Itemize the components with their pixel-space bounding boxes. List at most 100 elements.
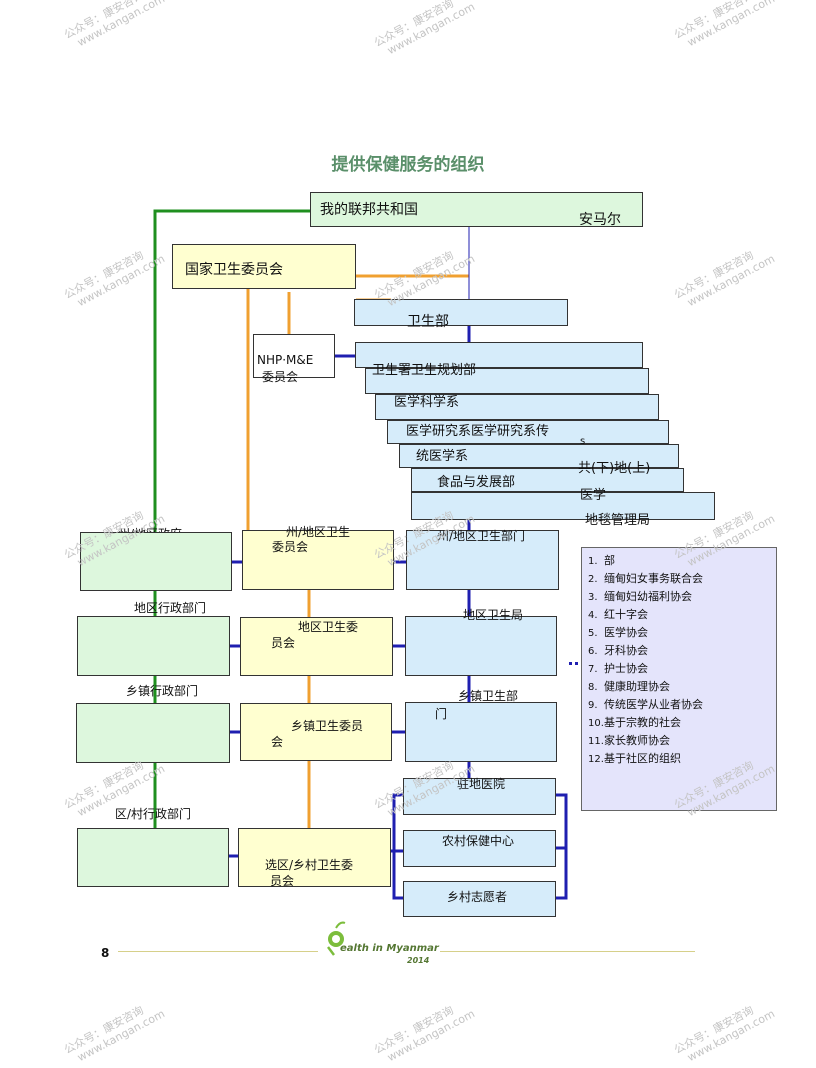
department-fragment: s [580, 436, 586, 447]
organization-list-item: 12.基于社区的组织 [588, 750, 776, 768]
health-in-myanmar-logo [327, 921, 346, 956]
state-government-box [80, 532, 232, 591]
union-government-box: 我的联邦共和国 安马尔 [310, 192, 643, 228]
township-health-committee-box: 乡镇卫生委员 会 [240, 703, 392, 761]
district-health-committee-label-1: 地区卫生委 [298, 620, 359, 634]
station-hospital-box: 驻地医院 [403, 777, 556, 815]
organization-list-item: 3. 缅甸妇幼福利协会 [588, 588, 776, 606]
village-health-committee-label-1: 选区/乡村卫生委 [265, 858, 354, 872]
organization-list-item: 2. 缅甸妇女事务联合会 [588, 570, 776, 588]
organization-name: 缅甸妇幼福利协会 [604, 590, 692, 603]
organization-name: 部 [604, 554, 615, 567]
organization-name: 护士协会 [604, 662, 648, 675]
township-health-committee-label-2: 会 [271, 735, 284, 749]
department-fragment: 医学 [580, 488, 607, 503]
organization-number: 12. [588, 754, 604, 765]
union-government-label-right: 安马尔 [579, 212, 621, 228]
village-government-box [77, 828, 229, 887]
organization-name: 基于宗教的社会 [604, 716, 681, 729]
township-government-label: 乡镇行政部门 [126, 684, 199, 698]
organization-number: 11. [588, 736, 604, 747]
department-label: 统医学系 [416, 449, 469, 464]
national-health-committee-box: 国家卫生委员会 [172, 244, 356, 289]
department-label: 医学研究系医学研究系传 [406, 424, 550, 439]
department-label: 食品与发展部 [437, 475, 516, 490]
department-fragment: 共(下)地(上) [578, 461, 651, 476]
district-government-label: 地区行政部门 [134, 601, 207, 615]
township-health-department-label-1: 乡镇卫生部 [458, 689, 519, 703]
union-government-label-left: 我的联邦共和国 [320, 202, 418, 218]
department-label: 医学科学系 [394, 395, 460, 410]
organization-number: 10. [588, 718, 604, 729]
organization-list-item: 5. 医学协会 [588, 624, 776, 642]
village-government-label: 区/村行政部门 [115, 807, 192, 821]
ministry-of-health-box: 卫生部 [354, 299, 568, 330]
nhp-me-label-1: NHP·M&E [257, 353, 314, 367]
department-box: 食品与发展部 [411, 468, 684, 492]
department-label: 卫生署卫生规划部 [372, 363, 477, 378]
department-box: 医学研究系医学研究系传 [387, 420, 669, 444]
township-government-box [76, 703, 230, 763]
organization-name: 医学协会 [604, 626, 648, 639]
organization-name: 健康助理协会 [604, 680, 670, 693]
township-health-department-box: 乡镇卫生部 门 [405, 689, 557, 762]
department-box: 医学科学系 [375, 394, 659, 420]
district-health-committee-label-2: 员会 [271, 636, 296, 650]
organization-list-item: 10.基于宗教的社会 [588, 714, 776, 732]
district-health-department-box: 地区卫生局 [405, 608, 557, 676]
organization-list-item: 9. 传统医学从业者协会 [588, 696, 776, 714]
organization-name: 基于社区的组织 [604, 752, 681, 765]
state-health-committee-box: 州/地区卫生 委员会 [242, 525, 394, 590]
footer-rule-right [440, 951, 695, 952]
district-health-committee-box: 地区卫生委 员会 [240, 617, 393, 676]
state-health-department-box: 州/地区卫生部门 [406, 529, 559, 590]
organization-number: 1. [588, 556, 598, 567]
logo-text: ealth in Myanmar [340, 943, 439, 954]
department-box: 卫生署卫生规划部 [355, 342, 643, 378]
organization-name: 传统医学从业者协会 [604, 698, 703, 711]
partner-organizations-list: 1. 部 2. 缅甸妇女事务联合会 3. 缅甸妇幼福利协会 4.红十字会 5. 医学协会 6. 牙科… [582, 548, 776, 768]
village-health-committee-box: 选区/乡村卫生委 员会 [238, 828, 391, 888]
organization-list-item: 4.红十字会 [588, 606, 776, 624]
ministry-of-health-label: 卫生部 [407, 314, 449, 330]
page-number: 8 [101, 946, 110, 960]
rural-health-center-box: 农村保健中心 [403, 830, 556, 867]
station-hospital-label: 驻地医院 [457, 777, 506, 791]
organization-number: 5. [588, 628, 598, 639]
organization-number: 6. [588, 646, 598, 657]
organization-number: 7. [588, 664, 598, 675]
department-box [411, 492, 715, 520]
district-government-box [77, 616, 230, 676]
department-box [365, 368, 649, 394]
rural-health-center-label: 农村保健中心 [442, 834, 515, 848]
national-health-committee-label: 国家卫生委员会 [185, 262, 283, 278]
organization-list-item: 1. 部 [588, 552, 776, 570]
nhp-me-label-2: 委员会 [262, 370, 299, 384]
page-title: 提供保健服务的组织 [331, 155, 485, 175]
organization-number: 9. [588, 700, 598, 711]
state-health-committee-label-1: 州/地区卫生 [286, 525, 351, 539]
village-health-committee-label-2: 员会 [270, 874, 295, 888]
footer-rule-left [118, 951, 318, 952]
organization-name: 红十字会 [604, 608, 648, 621]
state-health-department-label: 州/地区卫生部门 [437, 529, 526, 543]
village-volunteer-label: 乡村志愿者 [447, 890, 508, 904]
township-health-committee-label-1: 乡镇卫生委员 [291, 719, 364, 733]
organization-list-item: 7. 护士协会 [588, 660, 776, 678]
organization-number: 2. [588, 574, 598, 585]
organization-list-item: 6. 牙科协会 [588, 642, 776, 660]
township-health-department-label-2: 门 [435, 707, 448, 721]
organization-name: 缅甸妇女事务联合会 [604, 572, 703, 585]
organization-list-item: 11.家长教师协会 [588, 732, 776, 750]
organization-name: 家长教师协会 [604, 734, 670, 747]
organization-number: 3. [588, 592, 598, 603]
state-health-committee-label-2: 委员会 [272, 540, 309, 554]
organization-list-item: 8. 健康助理协会 [588, 678, 776, 696]
district-health-department-label: 地区卫生局 [463, 608, 524, 622]
village-volunteer-box: 乡村志愿者 [403, 881, 556, 917]
department-box: 统医学系 [399, 444, 679, 468]
organization-name: 牙科协会 [604, 644, 648, 657]
organization-number: 8. [588, 682, 598, 693]
partner-organizations-box: 1. 部 2. 缅甸妇女事务联合会 3. 缅甸妇幼福利协会 4.红十字会 5. 医学协会 6. 牙科… [581, 547, 777, 811]
nhp-me-committee-box: NHP·M&E 委员会 [253, 334, 335, 384]
